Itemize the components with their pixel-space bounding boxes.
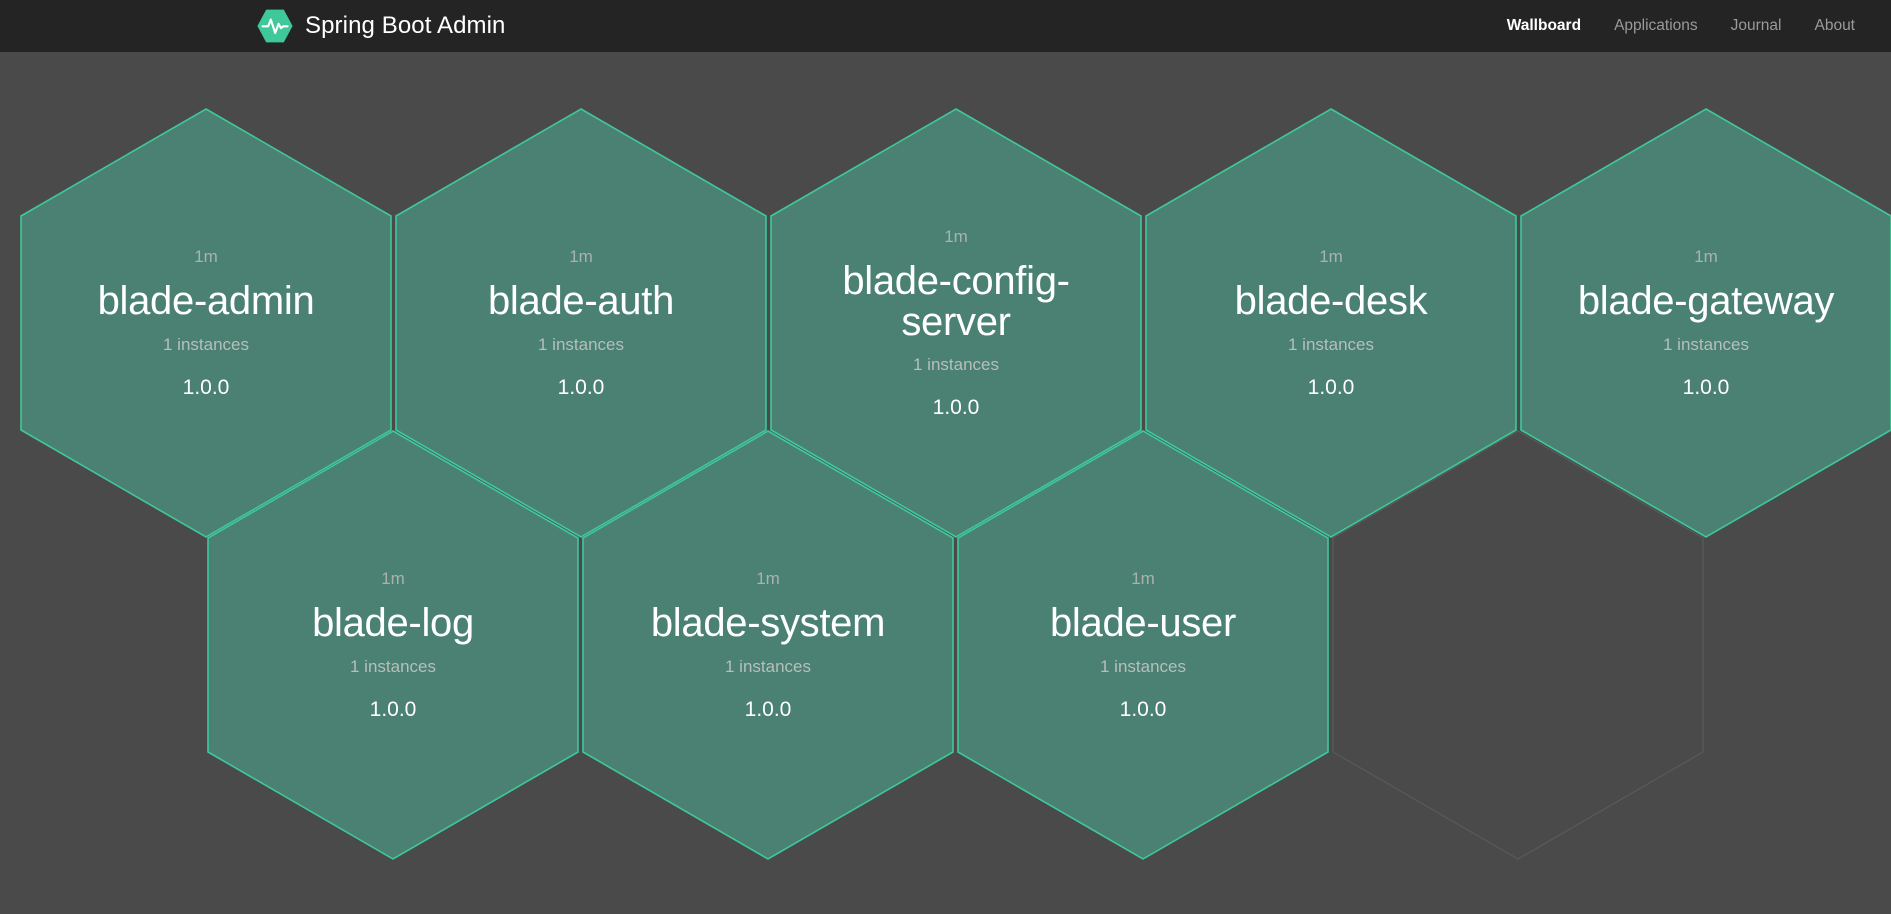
hexagon-shape <box>1520 108 1891 538</box>
hexagon-shape <box>395 108 767 538</box>
heartbeat-hexagon-icon <box>256 7 294 45</box>
hexagon-shape <box>582 430 954 860</box>
hexagon-shape <box>207 430 579 860</box>
hexagon-shape <box>1145 108 1517 538</box>
nav-link-wallboard[interactable]: Wallboard <box>1506 17 1582 34</box>
nav-link-applications[interactable]: Applications <box>1614 17 1698 34</box>
top-navbar: Spring Boot Admin Wallboard Applications… <box>0 0 1891 52</box>
nav-link-journal[interactable]: Journal <box>1730 17 1782 34</box>
hexagon-shape <box>957 430 1329 860</box>
hexagon-shape <box>1332 430 1704 860</box>
brand-title: Spring Boot Admin <box>305 12 506 39</box>
hexagon-placeholder <box>1332 430 1704 860</box>
hexagon-shape <box>770 108 1142 538</box>
brand[interactable]: Spring Boot Admin <box>256 0 506 52</box>
hexagon-shape <box>20 108 392 538</box>
main-nav: Wallboard Applications Journal About <box>1507 0 1855 52</box>
nav-link-about[interactable]: About <box>1814 17 1855 34</box>
